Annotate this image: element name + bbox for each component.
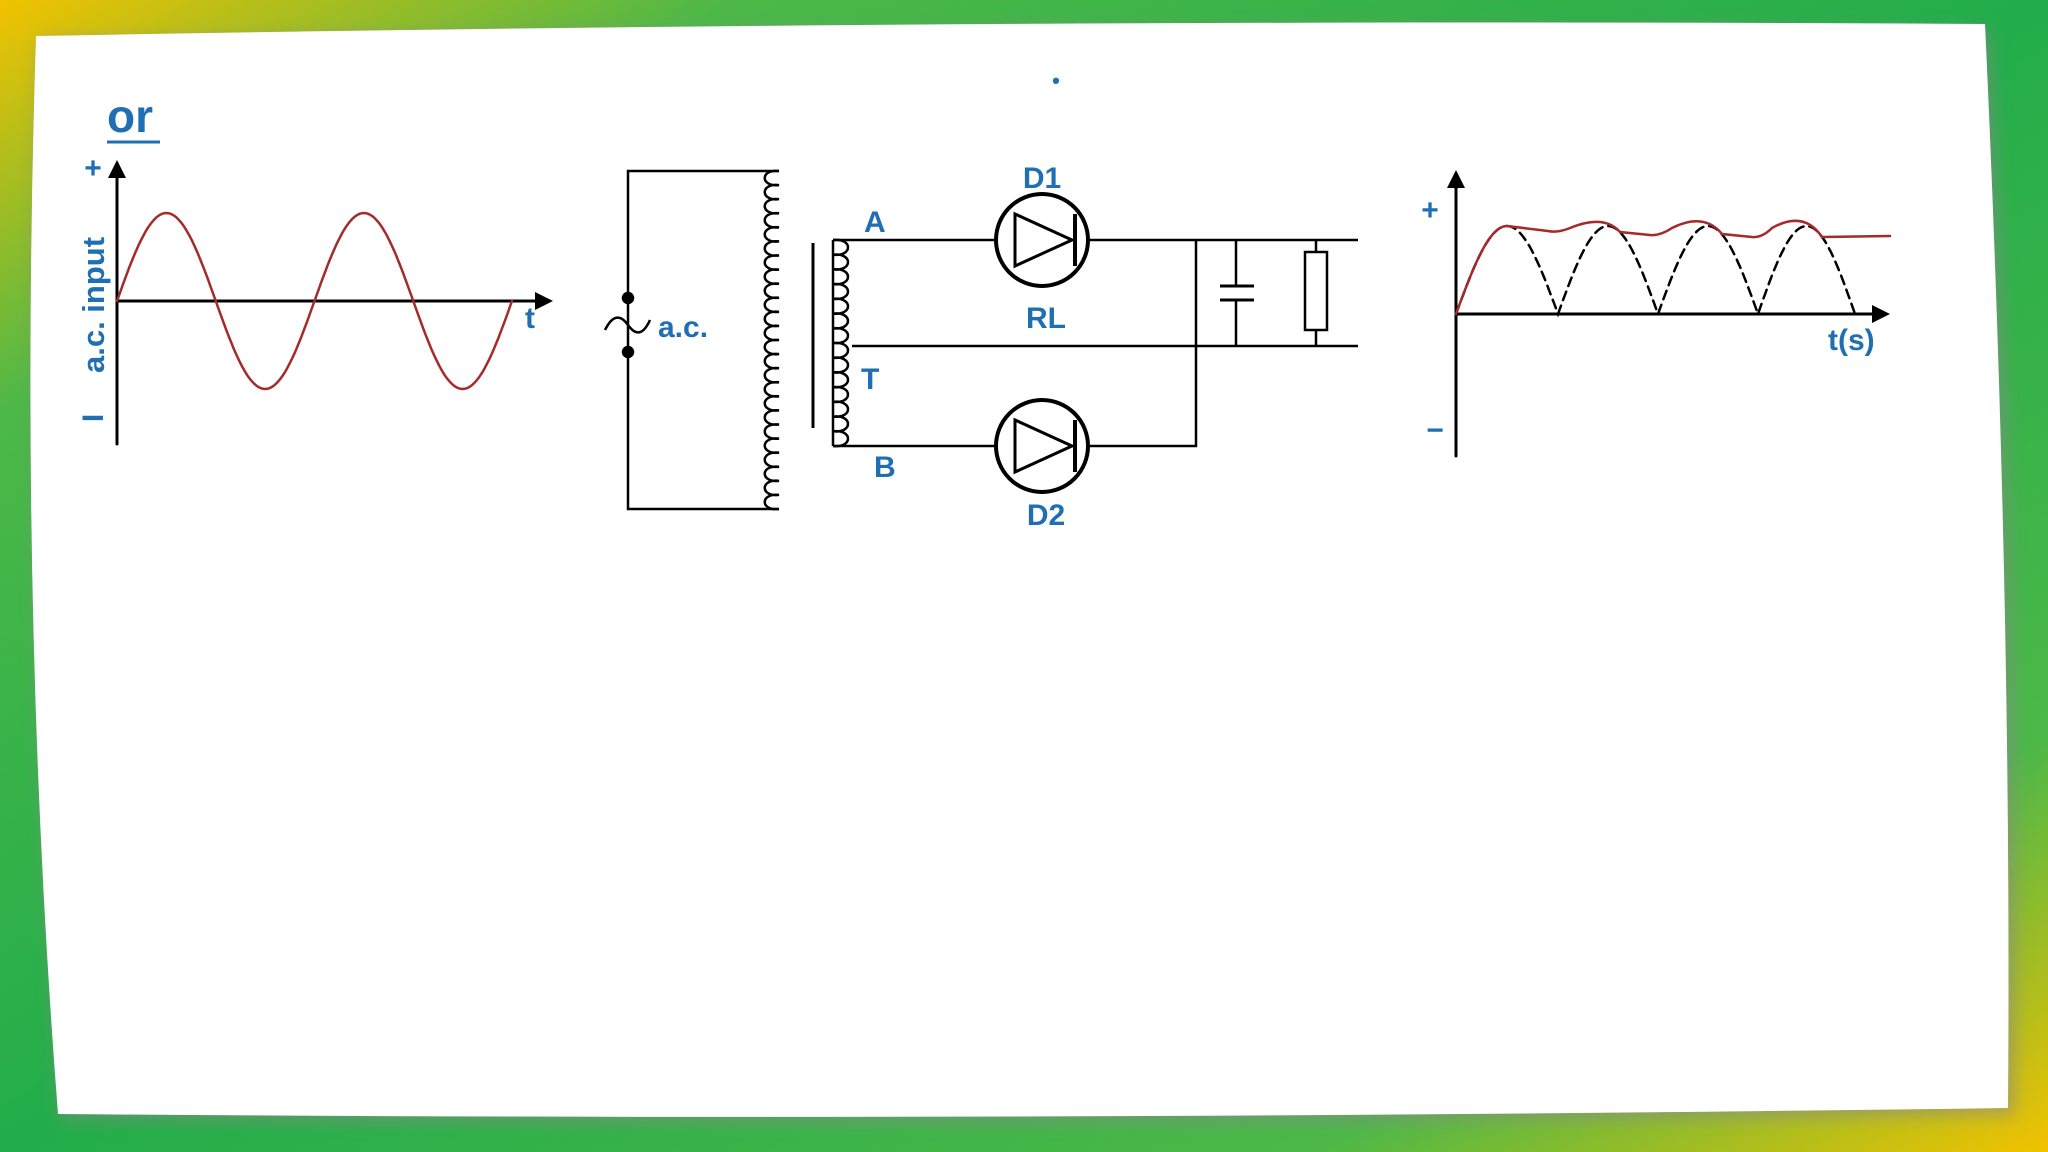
node-t-label: T (861, 363, 879, 396)
primary-coil (763, 169, 780, 511)
output-minus-sign: − (1426, 414, 1444, 447)
source-terminal-bottom (621, 345, 635, 359)
node-b-label: B (874, 451, 896, 484)
bullet-dot: • (1052, 68, 1060, 93)
input-y-axis-label: a.c. input (76, 237, 111, 373)
rectified-waveform (1454, 224, 1857, 318)
source-label: a.c. (658, 311, 708, 344)
ac-source-icon (603, 316, 652, 334)
output-x-arrowhead (1872, 305, 1890, 323)
input-plus-sign: + (84, 152, 102, 185)
smoothed-output-curve (1454, 219, 1892, 316)
output-plus-sign: + (1421, 194, 1439, 227)
output-graph: + − t(s) (1421, 170, 1892, 458)
input-x-arrowhead (535, 292, 553, 310)
input-graph: + I a.c. input t (76, 152, 553, 446)
output-x-axis-label: t(s) (1828, 324, 1875, 357)
source-terminal-top (621, 291, 635, 305)
input-y-arrowhead (108, 160, 126, 178)
slide-card (30, 22, 2009, 1117)
input-sine-curve (115, 211, 514, 391)
input-minus-sign: I (77, 414, 110, 422)
wire-d2-out (1088, 240, 1198, 448)
output-y-arrowhead (1447, 170, 1465, 188)
node-a-label: A (864, 206, 886, 239)
heading: or (107, 90, 160, 144)
load-label: RL (1026, 302, 1066, 335)
diode-d2-label: D2 (1027, 499, 1065, 532)
primary-loop-wire (626, 169, 779, 511)
rectifier-circuit (603, 169, 1358, 511)
heading-text: or (107, 90, 153, 142)
diode-d1-label: D1 (1023, 162, 1061, 195)
input-x-axis-label: t (525, 302, 535, 335)
